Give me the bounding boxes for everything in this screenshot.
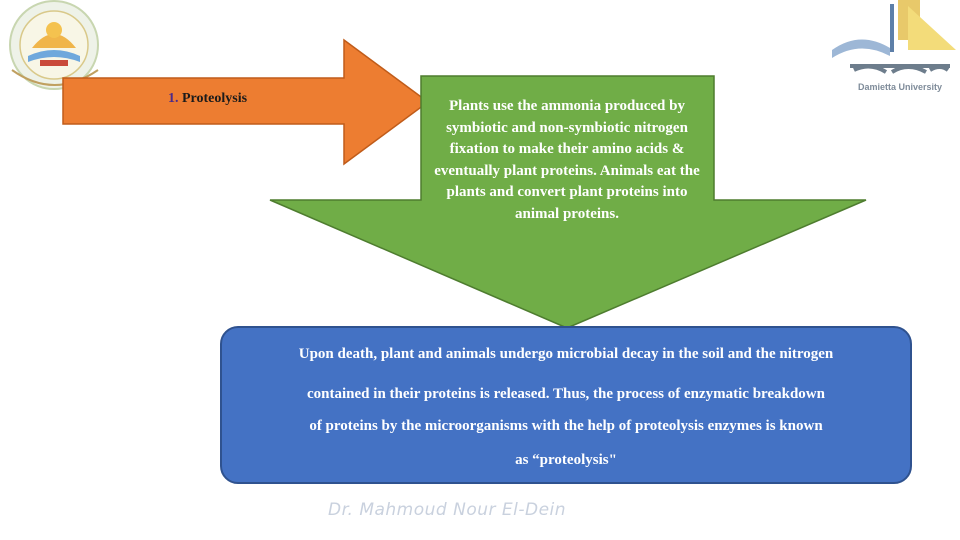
university-logo bbox=[832, 0, 956, 74]
orange-arrow-shape bbox=[62, 38, 430, 166]
step-label: 1. Proteolysis bbox=[168, 91, 247, 107]
definition-line: contained in their proteins is released.… bbox=[307, 386, 825, 402]
author-watermark: Dr. Mahmoud Nour El-Dein bbox=[328, 500, 567, 520]
faculty-seal-logo bbox=[9, 0, 99, 90]
definition-line: Upon death, plant and animals undergo mi… bbox=[298, 346, 834, 362]
university-name: Damietta University bbox=[857, 82, 943, 92]
green-arrow-text: Plants use the ammonia produced by symbi… bbox=[434, 98, 700, 222]
green-arrow-shape bbox=[269, 75, 867, 329]
definition-box bbox=[220, 326, 912, 484]
step-number: 1. bbox=[168, 91, 179, 106]
definition-line: as “proteolysis" bbox=[515, 452, 617, 468]
definition-line: of proteins by the microorganisms with t… bbox=[309, 418, 823, 434]
step-title: Proteolysis bbox=[182, 91, 248, 106]
